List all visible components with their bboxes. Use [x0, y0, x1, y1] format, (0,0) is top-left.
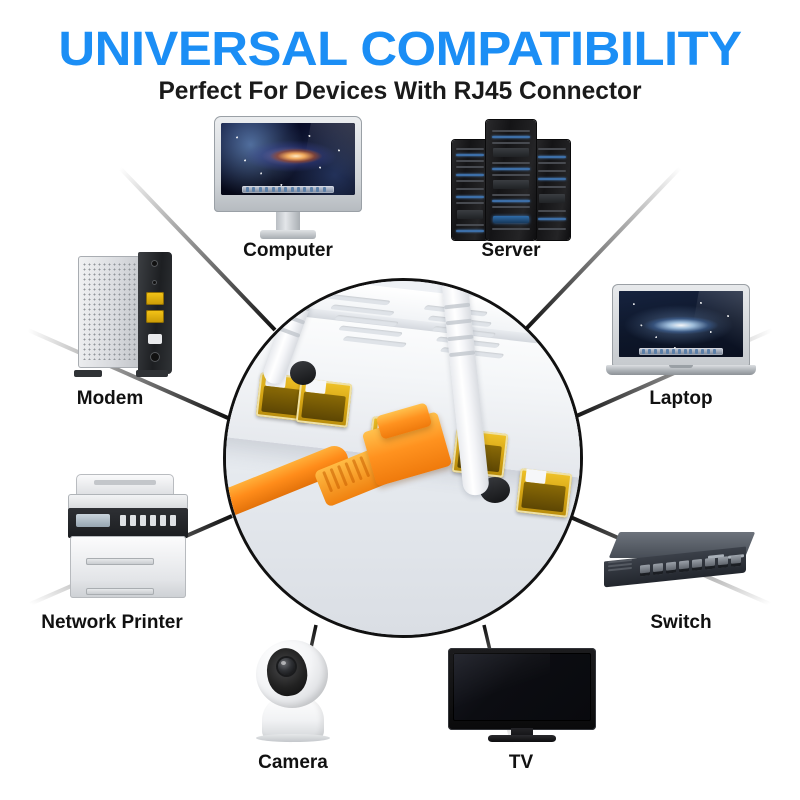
printer-scanner-bed [68, 494, 188, 510]
modem-power-jack [150, 352, 160, 362]
device-camera[interactable] [240, 640, 346, 744]
modem-rear-panel [138, 252, 172, 374]
flat-screen-tv-icon [448, 648, 596, 730]
stars-overlay [221, 123, 355, 195]
cable-modem-icon [78, 256, 140, 368]
modem-vent-mesh [82, 262, 136, 360]
device-computer[interactable] [214, 116, 362, 242]
label-network-printer: Network Printer [41, 612, 183, 633]
dock-bar [638, 348, 724, 355]
label-camera: Camera [258, 752, 328, 773]
modem-stand [74, 370, 170, 378]
rj45-port-5 [515, 468, 573, 518]
stars-overlay [619, 291, 743, 357]
device-network-printer[interactable] [62, 474, 194, 600]
tv-stand-base [488, 735, 556, 742]
laptop-notch [669, 365, 693, 368]
device-server[interactable] [452, 118, 570, 240]
device-tv[interactable] [448, 648, 596, 744]
device-laptop[interactable] [606, 284, 756, 380]
modem-led [151, 260, 158, 267]
printer-paper-tray [86, 588, 154, 595]
center-router-image [223, 278, 583, 638]
imac-stand-foot [260, 230, 316, 239]
page-subtitle: Perfect For Devices With RJ45 Connector [158, 77, 642, 105]
label-laptop: Laptop [649, 388, 713, 409]
imac-desktop-icon [214, 116, 362, 212]
rj45-port-2 [295, 378, 353, 428]
camera-lens [278, 658, 295, 675]
printer-control-panel [68, 508, 188, 538]
laptop-base [606, 365, 756, 375]
device-switch[interactable] [600, 528, 760, 600]
camera-foot [256, 734, 330, 742]
page-title: UNIVERSAL COMPATIBILITY [58, 23, 742, 76]
dock-bar [242, 186, 334, 193]
modem-usb-port [148, 334, 162, 344]
switch-side-vents [608, 557, 634, 574]
label-computer: Computer [243, 240, 333, 261]
server-rack-left [452, 140, 488, 240]
device-modem[interactable] [72, 252, 176, 382]
tv-screen-gloss [453, 653, 550, 721]
modem-lan-port-1 [146, 292, 164, 305]
macbook-laptop-icon [612, 284, 750, 366]
antenna-base-left [290, 361, 316, 385]
modem-lan-port-2 [146, 310, 164, 323]
server-rack-right [534, 140, 570, 240]
printer-output-tray [86, 558, 154, 565]
imac-screen [221, 123, 355, 195]
label-server: Server [481, 240, 541, 261]
imac-stand-neck [276, 212, 300, 232]
printer-document-feeder [76, 474, 174, 496]
tv-screen [453, 653, 591, 721]
modem-led [152, 280, 157, 285]
laptop-screen [619, 291, 743, 357]
imac-chin [221, 195, 355, 209]
label-modem: Modem [76, 388, 144, 409]
spoke-modem [27, 328, 229, 420]
label-switch: Switch [650, 612, 712, 633]
printer-display [76, 514, 110, 527]
server-rack-center [486, 120, 536, 240]
tv-stand-neck [511, 728, 533, 737]
label-tv: TV [508, 752, 534, 773]
multifunction-printer-icon [70, 536, 186, 598]
